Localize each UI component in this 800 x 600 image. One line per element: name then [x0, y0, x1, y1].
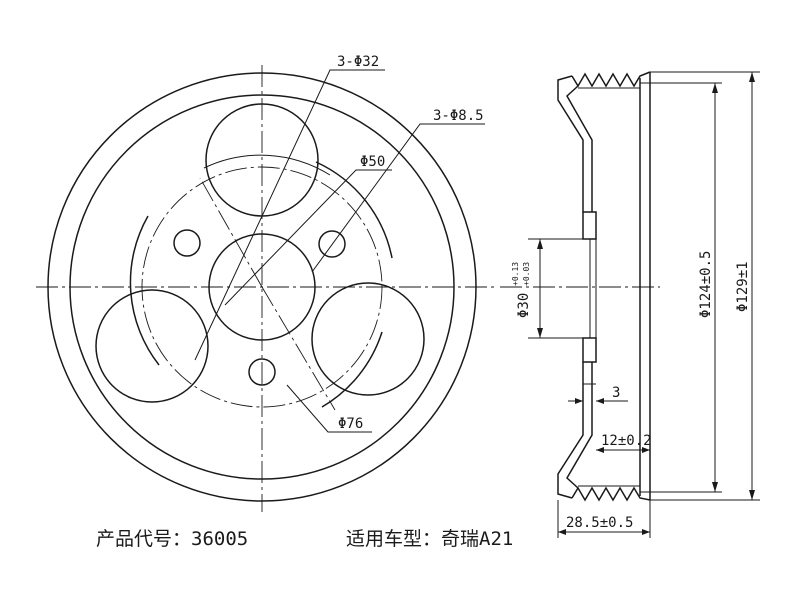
hub-arc-left	[129, 215, 160, 366]
pcd-label: Φ76	[338, 416, 363, 432]
bore-tolerance-upper: +0.13	[511, 262, 520, 286]
bolt-pitch-circle	[141, 166, 383, 408]
pcd-leader	[286, 384, 372, 433]
web-thickness-arrow-right	[596, 398, 604, 404]
hub-arc-upper-right	[315, 161, 393, 259]
width-label: 28.5±0.5	[566, 515, 633, 531]
outer-diameter-label: Φ129±1	[735, 261, 751, 312]
bore-label: Φ30	[516, 293, 532, 318]
bolt-holes-label: 3-Φ32	[337, 54, 379, 70]
bolt-hole-left	[95, 289, 209, 403]
front-view: 3-Φ32 3-Φ8.5 Φ50 Φ76	[36, 54, 495, 512]
top-groove-profile	[571, 71, 651, 88]
bore-arrow-bottom	[537, 328, 543, 338]
web-thickness-label: 3	[612, 385, 620, 401]
web-segment-bottom	[582, 337, 597, 363]
bolt-holes-leader	[194, 69, 385, 361]
small-hole-left	[173, 229, 201, 257]
outer-dia-arrow-top	[749, 72, 755, 82]
outer-profile-bottom	[557, 362, 584, 499]
outer-profile-top	[557, 75, 584, 212]
groove-width-label: 12±0.2	[601, 433, 652, 449]
center-bore-label: Φ50	[360, 154, 385, 170]
outer-rim-circle	[47, 72, 477, 502]
product-code-value: 36005	[191, 528, 249, 550]
inner-dia-arrow-top	[712, 83, 718, 93]
center-bore-circle	[208, 233, 316, 341]
inner-profile-bottom	[566, 362, 593, 489]
inner-dia-arrow-bottom	[712, 482, 718, 492]
small-hole-right	[318, 230, 346, 258]
vehicle-model-value: 奇瑞A21	[441, 528, 514, 550]
outer-dia-arrow-bottom	[749, 490, 755, 500]
width-arrow-right	[642, 529, 650, 535]
inner-diameter-label: Φ124±0.5	[698, 251, 714, 318]
inner-profile-top	[566, 85, 593, 212]
rim-inner-circle	[69, 94, 455, 480]
hub-arc-lower-right	[321, 331, 383, 408]
vehicle-model-caption: 适用车型：奇瑞A21	[346, 524, 513, 551]
product-code-caption: 产品代号：36005	[96, 524, 248, 551]
width-arrow-left	[558, 529, 566, 535]
side-view: Φ30 +0.13 +0.03 3 12±0.2 28.5±0.5 Φ124±0…	[500, 71, 760, 538]
radial-line-upper-left	[199, 177, 263, 288]
center-bore-leader	[224, 169, 392, 306]
web-segment-top	[582, 211, 597, 240]
small-hole-bottom	[248, 358, 276, 386]
bore-tolerance-lower: +0.03	[522, 262, 531, 286]
groove-width-arrow-left	[596, 447, 604, 453]
small-holes-label: 3-Φ8.5	[433, 108, 484, 124]
groove-width-arrow-right	[642, 447, 650, 453]
bolt-hole-right	[311, 282, 425, 396]
small-holes-leader	[311, 123, 485, 273]
web-thickness-arrow-left	[575, 398, 583, 404]
product-code-label: 产品代号：	[96, 528, 192, 550]
bottom-groove-profile	[571, 486, 651, 502]
vehicle-model-label: 适用车型：	[346, 528, 442, 550]
bore-arrow-top	[537, 239, 543, 249]
radial-line-lower-right	[261, 286, 336, 411]
hub-arc-top	[203, 154, 331, 176]
